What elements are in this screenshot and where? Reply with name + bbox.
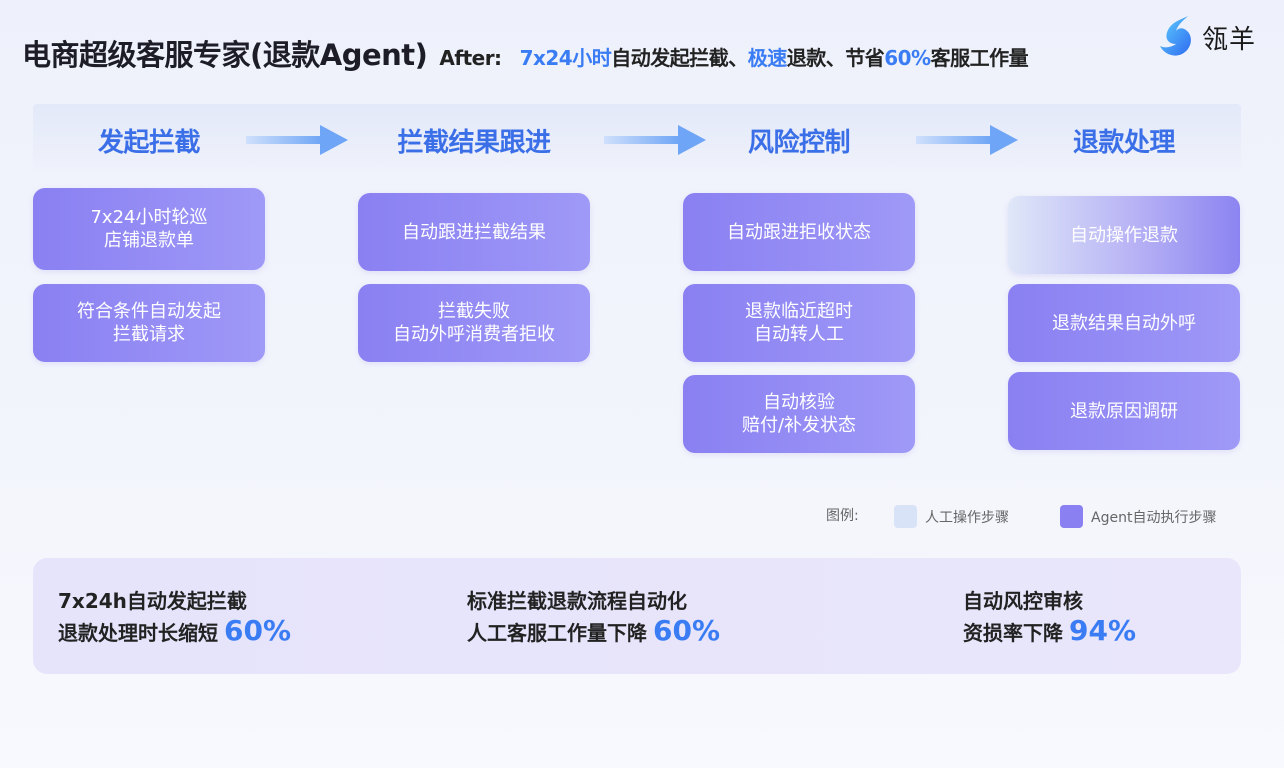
flow-arrow-icon <box>916 125 1018 155</box>
legend-swatch-agent <box>1060 505 1083 528</box>
brand-logo-icon <box>1159 16 1191 56</box>
legend-text-agent: Agent自动执行步骤 <box>1091 509 1217 526</box>
step-card: 自动跟进拦截结果 <box>358 193 590 271</box>
step-card: 7x24小时轮巡 店铺退款单 <box>33 188 265 270</box>
step-card: 自动跟进拒收状态 <box>683 193 915 271</box>
flow-arrow-icon <box>604 125 706 155</box>
legend-item-agent: Agent自动执行步骤 <box>1060 505 1216 528</box>
step-card: 拦截失败 自动外呼消费者拒收 <box>358 284 590 362</box>
after-summary: After: 7x24小时自动发起拦截、极速退款、节省60%客服工作量 <box>439 42 1028 71</box>
page-title: 电商超级客服专家(退款Agent) <box>22 38 428 72</box>
legend-swatch-manual <box>894 505 917 528</box>
legend-label: 图例: <box>826 508 859 524</box>
after-text-1: 自动发起拦截、 <box>611 46 748 70</box>
step-card-manual: 自动操作退款 <box>1008 196 1240 274</box>
after-label: After: <box>439 46 502 70</box>
legend: 图例: <box>826 505 859 525</box>
brand-logo: 瓴羊 <box>1158 14 1256 60</box>
step-card: 自动核验 赔付/补发状态 <box>683 375 915 453</box>
summary-percent: 60% <box>224 614 292 647</box>
step-card: 退款原因调研 <box>1008 372 1240 450</box>
stage-title-initiate: 发起拦截 <box>97 128 201 158</box>
step-card: 退款临近超时 自动转人工 <box>683 284 915 362</box>
summary-percent: 94% <box>1069 614 1137 647</box>
step-card: 退款结果自动外呼 <box>1008 284 1240 362</box>
summary-percent: 60% <box>653 614 721 647</box>
legend-item-manual: 人工操作步骤 <box>894 505 1009 528</box>
after-text-2: 退款、节省 <box>786 46 885 70</box>
after-highlight-pct: 60% <box>884 46 931 70</box>
flow-arrow-icon <box>246 125 348 155</box>
step-card: 符合条件自动发起 拦截请求 <box>33 284 265 362</box>
stage-title-followup: 拦截结果跟进 <box>397 128 551 158</box>
brand-logo-text: 瓴羊 <box>1201 24 1256 55</box>
after-highlight-speed: 极速 <box>747 46 788 70</box>
after-highlight-247: 7x24小时 <box>519 46 612 70</box>
header: 电商超级客服专家(退款Agent) After: 7x24小时自动发起拦截、极速退… <box>22 32 1029 74</box>
stage-title-refund: 退款处理 <box>1072 128 1176 158</box>
summary-panel <box>33 558 1241 674</box>
legend-text-manual: 人工操作步骤 <box>925 509 1009 526</box>
after-text-3: 客服工作量 <box>930 46 1029 70</box>
stage-title-risk: 风险控制 <box>747 128 851 158</box>
